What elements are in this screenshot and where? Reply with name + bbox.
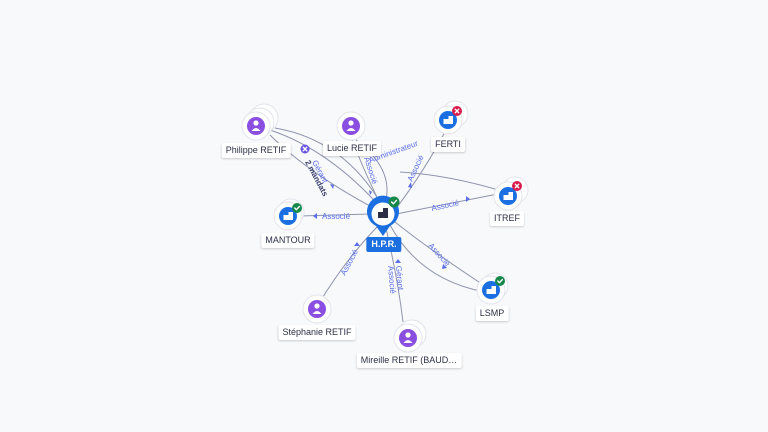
building-icon (486, 286, 496, 294)
edge-label-lsmp: Associé (427, 241, 453, 268)
label-mireille[interactable]: Mireille RETIF (BAUD… (356, 353, 462, 368)
label-stephanie[interactable]: Stéphanie RETIF (278, 325, 356, 340)
building-icon (503, 192, 513, 200)
label-itref[interactable]: ITREF (490, 211, 524, 226)
arrow-itref (466, 196, 470, 202)
arrow-mantour (313, 213, 317, 219)
building-icon (378, 208, 388, 218)
badge-x-philippe[interactable] (300, 144, 310, 154)
node-lsmp[interactable] (476, 272, 509, 305)
badge-active (292, 203, 302, 213)
arrow-mireille (395, 259, 401, 263)
edge-itref-hpr (395, 191, 509, 215)
label-lucie[interactable]: Lucie RETIF (322, 141, 382, 156)
label-hpr[interactable]: H.P.R. (366, 237, 402, 252)
edge-itref-hpr-2 (399, 171, 506, 193)
edge-label-stephanie: Associé (339, 247, 360, 276)
label-lsmp[interactable]: LSMP (475, 306, 509, 321)
node-stephanie[interactable] (302, 294, 332, 324)
edge-label-mantour: Associé (322, 212, 351, 221)
person-icon (312, 303, 322, 314)
node-philippe[interactable] (241, 103, 279, 141)
arrow-philippe (330, 184, 334, 189)
edge-mantour-hpr (299, 213, 371, 217)
node-mireille[interactable] (393, 319, 427, 353)
building-icon (283, 212, 293, 220)
badge-active (388, 196, 400, 208)
edge-lsmp-hpr-2 (389, 224, 486, 293)
building-icon (443, 116, 453, 124)
edge-label-mireille-2: Associé (386, 265, 397, 294)
edge-lsmp-hpr (394, 221, 489, 289)
person-icon (251, 120, 261, 131)
label-mantour[interactable]: MANTOUR (261, 233, 315, 248)
node-ferti[interactable] (433, 100, 469, 135)
edge-philippe-hpr-1 (269, 129, 384, 211)
edge-arrows (313, 182, 470, 269)
edge-label-mireille-1: Gérant (394, 265, 405, 291)
arrow-lucie (369, 190, 372, 195)
arrow-stephanie (354, 242, 360, 246)
arrow-ferti (408, 182, 412, 188)
node-itref[interactable] (493, 176, 529, 211)
person-icon (403, 332, 413, 343)
node-hpr[interactable] (367, 195, 400, 236)
badge-active (495, 276, 505, 286)
edge-label-itref: Associé (431, 198, 461, 213)
person-icon (346, 120, 356, 131)
node-mantour[interactable] (273, 198, 305, 231)
node-lucie[interactable] (336, 111, 366, 141)
arrow-lsmp (442, 264, 447, 269)
label-philippe[interactable]: Philippe RETIF (221, 143, 291, 158)
label-ferti[interactable]: FERTI (431, 137, 465, 152)
edge-label-ferti: Associé (406, 153, 426, 183)
